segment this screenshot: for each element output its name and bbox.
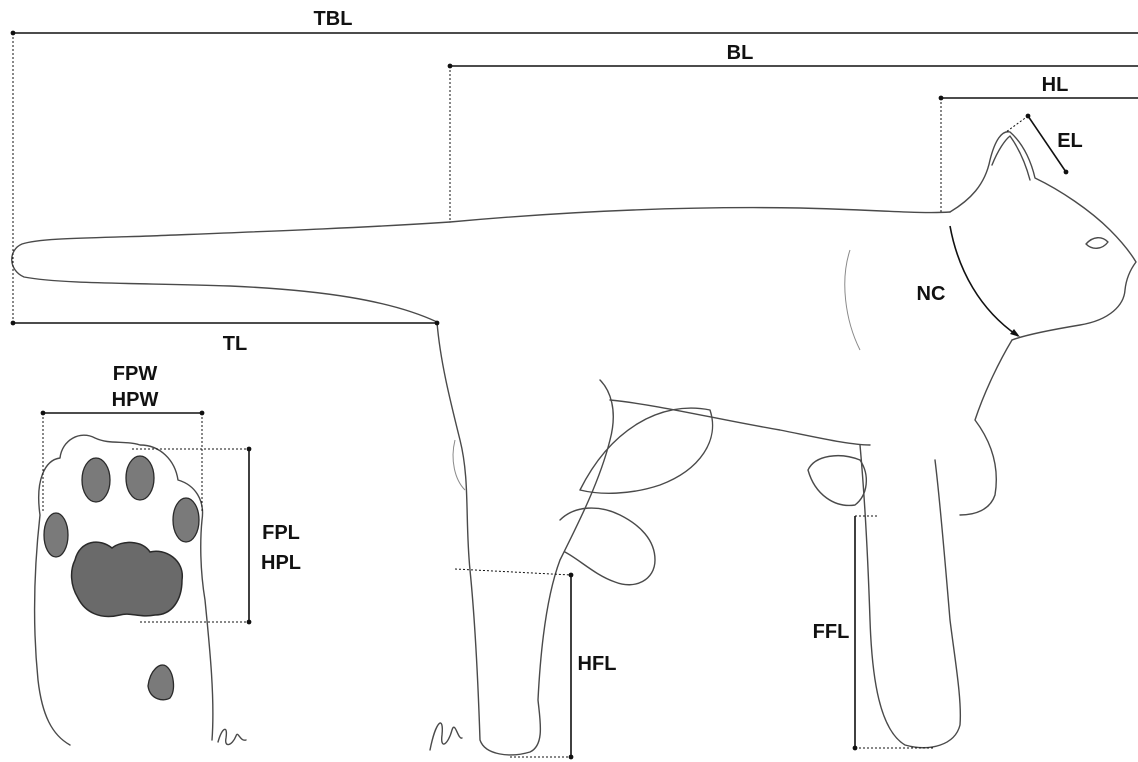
label-hfl: HFL [578,653,617,675]
toe-bean-1 [44,513,68,557]
toe-bean-4 [173,498,199,542]
paw-illustration [35,435,246,745]
cat-hip [453,440,465,490]
cat-hind-leg [437,322,613,755]
nc-arc [950,226,1018,336]
el-guide [1006,116,1028,132]
toe-bean-3 [126,456,154,500]
label-tbl: TBL [314,8,353,30]
label-el: EL [1057,130,1083,152]
cat-back [450,208,950,222]
nc-arrowhead [1010,329,1020,337]
cat-ear [992,136,1030,180]
cat-head [950,132,1136,340]
el-endpoint-bottom [1064,170,1069,175]
label-hpl: HPL [261,552,301,574]
label-ffl: FFL [813,621,850,643]
label-hpw: HPW [112,389,159,411]
label-tl: TL [223,333,247,355]
cat-shoulder [845,250,860,350]
cat-illustration [12,132,1136,755]
carpal-pad [148,665,173,700]
cat-front-leg [860,445,960,748]
hfl-guide-top [455,569,571,575]
tl-endpoint-right [435,321,440,326]
artist-signature [430,723,462,750]
label-nc: NC [917,283,946,305]
cat-hind-leg-lifted [560,508,655,585]
cat-belly [610,400,870,445]
toe-bean-2 [82,458,110,502]
tl-endpoint-left [11,321,16,326]
cat-front-paw-raised [808,456,866,506]
label-hl: HL [1042,74,1069,96]
paw-signature [218,729,246,744]
label-fpl: FPL [262,522,300,544]
label-bl: BL [727,42,754,64]
label-fpw: FPW [113,363,158,385]
cat-thigh [580,408,713,493]
paw-main-pad [72,542,183,616]
cat-chest [960,340,1012,515]
cat-tail [12,222,450,322]
cat-eye [1086,238,1108,249]
